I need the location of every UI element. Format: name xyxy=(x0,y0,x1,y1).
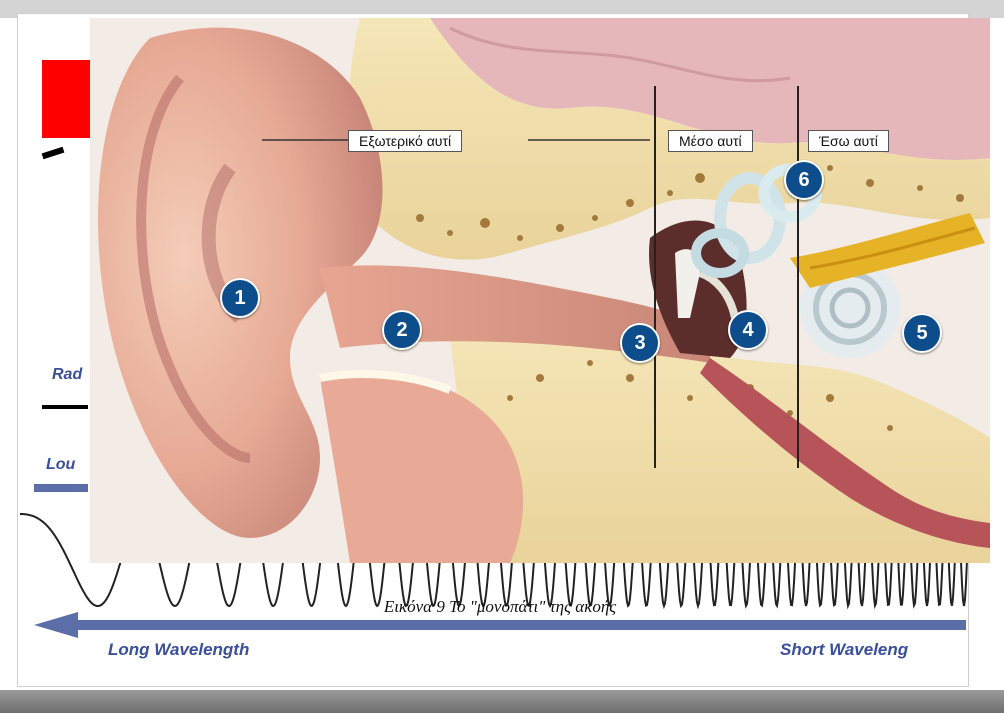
long-wavelength-label: Long Wavelength xyxy=(108,640,249,660)
ear-anatomy-image: Εξωτερικό αυτί Μέσο αυτί Έσω αυτί 1 2 3 … xyxy=(90,18,990,563)
partial-text-rad: Rad xyxy=(52,366,82,384)
black-rule xyxy=(42,405,88,409)
bottom-shadow xyxy=(0,690,1004,713)
outer-ear-label: Εξωτερικό αυτί xyxy=(348,130,462,152)
partial-text-lou: Lou xyxy=(46,456,75,474)
blue-rule xyxy=(34,484,88,492)
marker-semicircular-canals: 6 xyxy=(784,160,824,200)
inner-ear-label: Έσω αυτί xyxy=(808,130,889,152)
marker-ear-canal: 2 xyxy=(382,310,422,350)
marker-eardrum: 3 xyxy=(620,323,660,363)
marker-outer-ear: 1 xyxy=(220,278,260,318)
figure-caption: Εικόνα 9 Το "μονοπάτι" της ακοής xyxy=(200,597,800,617)
red-block xyxy=(42,60,94,138)
marker-ossicles: 4 xyxy=(728,310,768,350)
marker-cochlea: 5 xyxy=(902,313,942,353)
middle-ear-label: Μέσο αυτί xyxy=(668,130,753,152)
short-wavelength-label: Short Waveleng xyxy=(780,640,908,660)
